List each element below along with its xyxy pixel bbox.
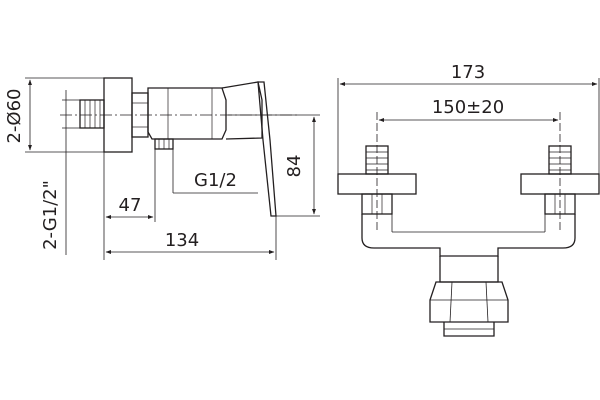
lever-handle xyxy=(257,81,277,217)
mixer-body xyxy=(147,87,227,140)
outlet-thread-label: G1/2 xyxy=(194,170,237,191)
front-outlet-nut xyxy=(429,281,509,323)
front-outlet-stem xyxy=(439,256,499,283)
diameter-label: 2-Ø60 xyxy=(4,88,25,143)
side-dimensions xyxy=(25,77,320,260)
front-mixer-body xyxy=(361,214,576,257)
right-hex-nut xyxy=(544,193,576,215)
side-view xyxy=(60,77,300,217)
front-view xyxy=(337,112,600,337)
depth-total-label: 134 xyxy=(165,230,199,251)
width-total-label: 173 xyxy=(451,62,485,83)
inlet-connector xyxy=(79,99,105,129)
front-dimensions xyxy=(337,78,600,174)
height-label: 84 xyxy=(284,155,305,178)
inlet-spacing-label: 150±20 xyxy=(432,97,504,118)
depth-outlet-label: 47 xyxy=(119,195,142,216)
lever-base xyxy=(221,81,263,140)
inlet-thread-label: 2-G1/2" xyxy=(40,180,61,250)
left-hex-nut xyxy=(361,193,393,215)
